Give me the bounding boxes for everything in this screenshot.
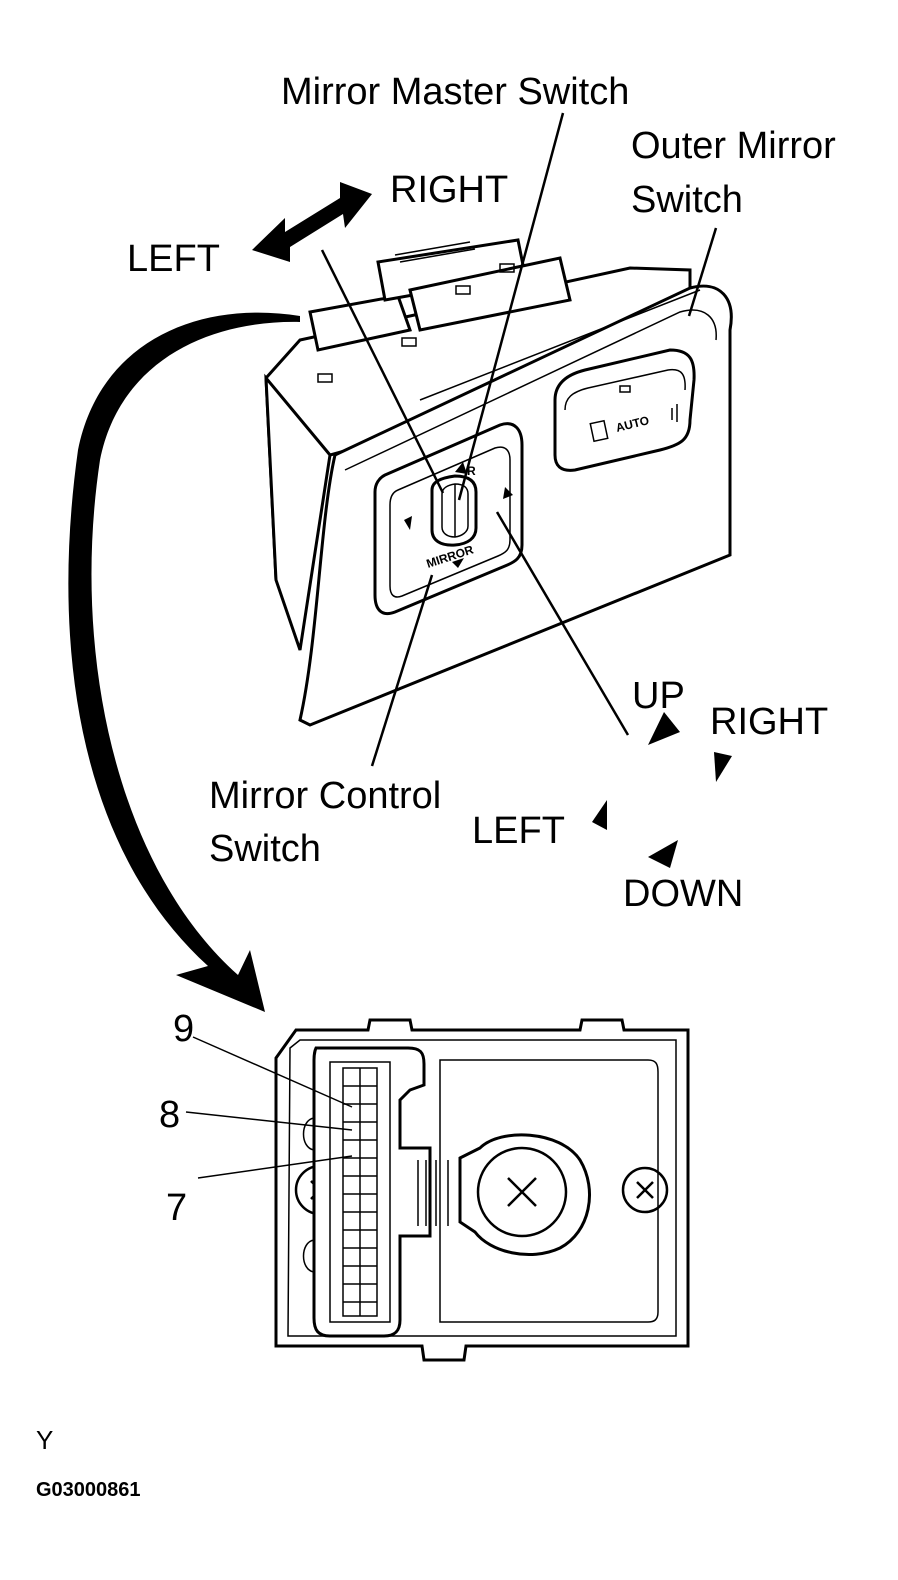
left-arrow (592, 800, 607, 830)
indicator-lamp (619, 385, 631, 393)
right-chamber (439, 1059, 659, 1323)
center-boss-cross (507, 1177, 537, 1207)
sound-icon (671, 404, 678, 422)
right-screw (621, 1166, 669, 1214)
up-arrow (648, 712, 680, 745)
leader-direction-group (495, 511, 630, 736)
outer-mirror-switch-button[interactable]: AUTO (553, 348, 696, 472)
left-label: LEFT (472, 810, 565, 852)
pin-9-leader (192, 1036, 353, 1108)
mirror-master-switch-label: Mirror Master Switch (281, 71, 629, 113)
leader-mirror-control (370, 574, 434, 767)
right-screw-cross (636, 1181, 654, 1199)
knob-r-label: R (467, 464, 476, 478)
down-arrow (648, 840, 678, 868)
slot-3 (455, 285, 471, 295)
center-boss (476, 1146, 568, 1238)
mirror-master-switch-knob[interactable] (430, 474, 478, 547)
outer-mirror-switch-label-line2: Switch (631, 179, 743, 221)
mirror-control-switch-label-line2: Switch (209, 828, 321, 870)
terminal-inner (329, 1061, 391, 1323)
top-tab-1 (308, 294, 412, 352)
right-arrow (714, 752, 732, 782)
pin-8-label: 8 (159, 1094, 180, 1136)
slot-4 (499, 263, 515, 273)
leader-mirror-master (457, 112, 565, 501)
pad-right-arrow (503, 487, 513, 499)
figure-id: G03000861 (36, 1479, 141, 1501)
mirror-control-switch-label-line1: Mirror Control (209, 775, 441, 817)
pin-9-label: 9 (173, 1008, 194, 1050)
up-label: UP (632, 675, 685, 717)
pin-8-leader (185, 1111, 353, 1131)
slot-1 (317, 373, 333, 383)
top-left-label: LEFT (127, 238, 220, 280)
pad-down-arrow (452, 558, 464, 568)
switch-side-face (264, 373, 332, 651)
leader-outer-mirror (687, 227, 718, 317)
pad-left-arrow (404, 516, 412, 530)
left-notch (302, 1117, 315, 1273)
top-slot-line (394, 241, 476, 263)
left-right-double-arrow (252, 182, 372, 262)
terminal-cavities (343, 1068, 377, 1316)
mirror-fold-icon (589, 419, 609, 443)
pin-7-leader (197, 1155, 353, 1179)
curved-arrow (68, 312, 300, 1012)
bezel-inner-edge (344, 309, 717, 471)
bezel-top-line (419, 289, 701, 401)
outer-mirror-switch-label-line1: Outer Mirror (631, 125, 836, 167)
switch-assembly: AUTO MIRROR R (264, 238, 733, 727)
pad-up-arrow (455, 462, 467, 474)
latch-ribs (417, 1160, 449, 1226)
down-label: DOWN (623, 873, 743, 915)
pin-7-label: 7 (166, 1187, 187, 1229)
housing-inner-outline (287, 1039, 677, 1337)
leader-top-left (320, 249, 445, 494)
code-letter: Y (36, 1425, 53, 1455)
slot-2 (401, 337, 417, 347)
connector-rear-view (274, 1018, 690, 1362)
right-label: RIGHT (710, 701, 828, 743)
top-right-label: RIGHT (390, 169, 508, 211)
top-tab-3 (408, 256, 572, 332)
